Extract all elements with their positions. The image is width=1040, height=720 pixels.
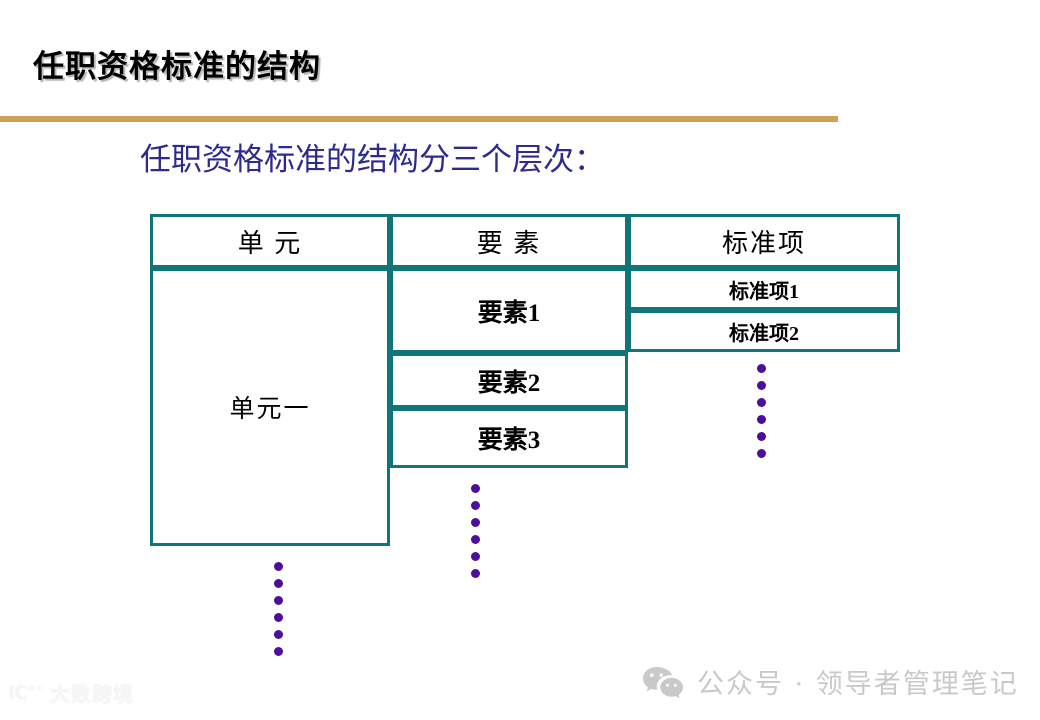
- brand-glyph-icon: IC°°: [8, 681, 45, 704]
- standard-column-continuation-dots: [757, 364, 766, 458]
- element-cell-2-label: 要素2: [477, 369, 541, 397]
- continuation-dot: [274, 596, 283, 605]
- watermark-logo-left-label: 大数跨境: [50, 682, 135, 706]
- element-cell-2: 要素2: [390, 353, 628, 408]
- element-cell-1-label: 要素1: [477, 299, 541, 327]
- continuation-dot: [471, 569, 480, 578]
- unit-cell-1: 单元一: [150, 268, 390, 546]
- element-column-continuation-dots: [471, 484, 480, 578]
- continuation-dot: [274, 647, 283, 656]
- column-header-standard-label: 标准项: [721, 228, 806, 258]
- continuation-dot: [274, 562, 283, 571]
- wechat-icon: [643, 666, 683, 698]
- continuation-dot: [274, 630, 283, 639]
- continuation-dot: [471, 518, 480, 527]
- continuation-dot: [471, 552, 480, 561]
- continuation-dot: [757, 415, 766, 424]
- column-header-element: 要 素: [390, 214, 628, 268]
- continuation-dot: [274, 579, 283, 588]
- column-header-unit-label: 单 元: [237, 228, 303, 258]
- element-cell-3-label: 要素3: [477, 427, 541, 454]
- standard-item-cell-2: 标准项2: [628, 310, 900, 352]
- unit-cell-1-label: 单元一: [229, 396, 311, 423]
- column-header-element-label: 要 素: [476, 228, 542, 258]
- element-cell-1: 要素1: [390, 268, 628, 353]
- continuation-dot: [757, 364, 766, 373]
- column-header-unit: 单 元: [150, 214, 390, 268]
- standard-item-cell-1: 标准项1: [628, 268, 900, 310]
- continuation-dot: [471, 484, 480, 493]
- element-cell-3: 要素3: [390, 408, 628, 468]
- title-divider-rule: [0, 116, 838, 122]
- watermark-wechat-right: 公众号 · 领导者管理笔记: [641, 662, 1019, 701]
- column-header-standard: 标准项: [628, 214, 900, 268]
- watermark-logo-left: IC°° 大数跨境: [8, 678, 134, 707]
- continuation-dot: [757, 449, 766, 458]
- continuation-dot: [757, 381, 766, 390]
- unit-column-continuation-dots: [274, 562, 283, 656]
- standard-item-cell-2-label: 标准项2: [729, 322, 799, 345]
- standard-item-cell-1-label: 标准项1: [729, 280, 799, 303]
- continuation-dot: [471, 535, 480, 544]
- continuation-dot: [757, 398, 766, 407]
- continuation-dot: [471, 501, 480, 510]
- subtitle-text: 任职资格标准的结构分三个层次：: [140, 142, 605, 177]
- continuation-dot: [274, 613, 283, 622]
- watermark-wechat-label: 公众号 · 领导者管理笔记: [697, 669, 1019, 700]
- continuation-dot: [757, 432, 766, 441]
- page-title: 任职资格标准的结构: [33, 49, 321, 85]
